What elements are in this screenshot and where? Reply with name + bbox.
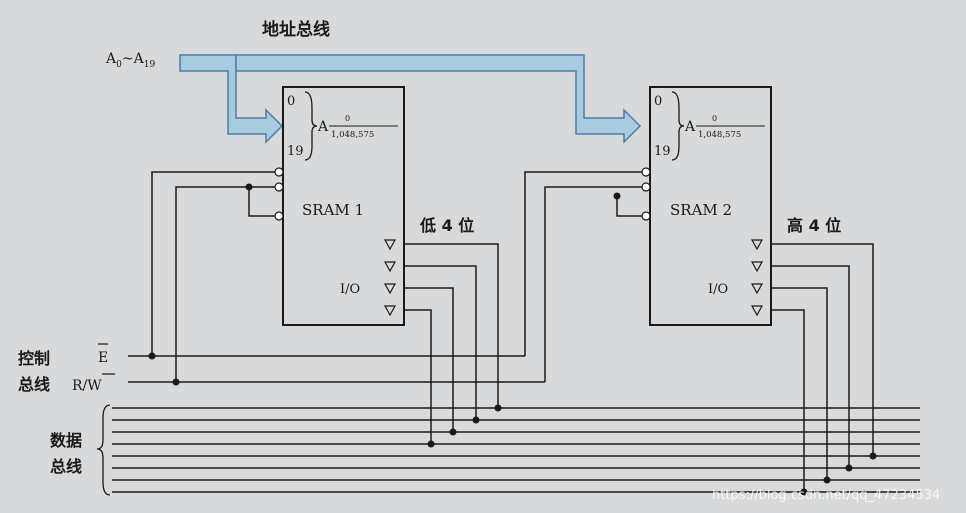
sram1-data-wire <box>404 243 499 408</box>
junction-dot <box>148 352 156 360</box>
sram1-data-wire <box>404 265 477 420</box>
control-bus-label-line2: 总线 <box>18 375 50 394</box>
junction-dot <box>800 488 808 496</box>
sram2-we-wire <box>616 196 642 217</box>
address-bus-title: 地址总线 <box>262 19 330 40</box>
sram2-data-wire <box>771 265 850 468</box>
junction-dot <box>472 416 480 424</box>
sram1-side-label: 低 4 位 <box>419 216 474 235</box>
sram2-brace <box>671 91 685 161</box>
junction-dot <box>427 440 435 448</box>
sram2-addr-top: 0 <box>654 94 662 109</box>
data-wiring <box>96 243 920 496</box>
sram2-box <box>649 86 772 326</box>
sram2-io-label: I/O <box>708 282 728 297</box>
sram1-addr-bottom: 19 <box>287 144 304 159</box>
data-bus-label-line2: 总线 <box>50 457 82 476</box>
sram1-brace <box>304 91 318 161</box>
sram1-data-wire <box>404 309 432 444</box>
data-junctions <box>427 404 877 496</box>
sram2-chip: 0 19 A 0 1,048,575 SRAM 2 I/O <box>649 86 772 326</box>
sram1-io-label: I/O <box>340 282 360 297</box>
data-bus-brace <box>96 404 111 496</box>
address-bus-signal-label: A0~A19 <box>105 51 155 70</box>
sram1-we-bubble <box>274 211 284 221</box>
data-bus-label-line1: 数据 <box>50 431 82 450</box>
address-bus-arrow-2 <box>235 54 642 144</box>
sram1-oe-wire <box>175 186 275 382</box>
sram2-ce-bubble <box>641 167 651 177</box>
sram2-range-bottom: 1,048,575 <box>698 130 741 140</box>
sram1-io-pin <box>383 261 397 273</box>
sram1-io-pin <box>383 283 397 295</box>
junction-dot <box>823 476 831 484</box>
e-signal-label: E <box>98 350 108 366</box>
sram1-addr-letter: A <box>317 119 329 135</box>
address-bus-arrow-1 <box>179 54 284 144</box>
rw-signal-label: R/W <box>72 378 102 394</box>
sram1-data-wire <box>404 287 454 432</box>
sram2-oe-wire <box>544 186 642 382</box>
sram2-range-top: 0 <box>712 114 717 123</box>
sram1-io-pin <box>383 305 397 317</box>
watermark-text: https://blog.csdn.net/qq_47234534 <box>712 488 940 503</box>
sram1-addr-top: 0 <box>287 94 295 109</box>
control-wiring <box>128 171 642 383</box>
sram2-data-wire <box>771 309 805 492</box>
control-junctions <box>148 183 621 386</box>
sram1-we-wire <box>248 187 275 217</box>
junction-dot <box>449 428 457 436</box>
address-bus-arrows <box>179 54 642 144</box>
junction-dot <box>245 183 253 191</box>
sram2-io-pin <box>750 239 764 251</box>
sram1-io-pin <box>383 239 397 251</box>
sram1-ce-wire <box>151 171 275 356</box>
sram2-data-wire <box>771 287 828 480</box>
sram2-io-pin <box>750 283 764 295</box>
io-triangles <box>383 239 764 317</box>
junction-dot <box>845 464 853 472</box>
sram2-data-wire <box>771 243 874 456</box>
sram2-addr-bottom: 19 <box>654 144 671 159</box>
junction-dot <box>869 452 877 460</box>
sram1-name: SRAM 1 <box>302 201 364 219</box>
sram1-range-bottom: 1,048,575 <box>331 130 374 140</box>
junction-dot <box>172 378 180 386</box>
sram2-name: SRAM 2 <box>670 201 732 219</box>
sram1-ce-bubble <box>274 167 284 177</box>
sram2-we-bubble <box>641 211 651 221</box>
junction-dot <box>494 404 502 412</box>
sram2-io-pin <box>750 305 764 317</box>
sram2-ce-wire <box>524 171 642 356</box>
junction-dot <box>613 192 621 200</box>
sram2-oe-bubble <box>641 182 651 192</box>
sram2-io-pin <box>750 261 764 273</box>
sram1-range-top: 0 <box>345 114 350 123</box>
sram2-addr-letter: A <box>684 119 696 135</box>
sram1-box <box>282 86 405 326</box>
sram1-chip: 0 19 A 0 1,048,575 SRAM 1 I/O <box>282 86 405 326</box>
sram2-side-label: 高 4 位 <box>787 216 841 235</box>
sram1-oe-bubble <box>274 182 284 192</box>
control-bus-label-line1: 控制 <box>18 349 50 368</box>
